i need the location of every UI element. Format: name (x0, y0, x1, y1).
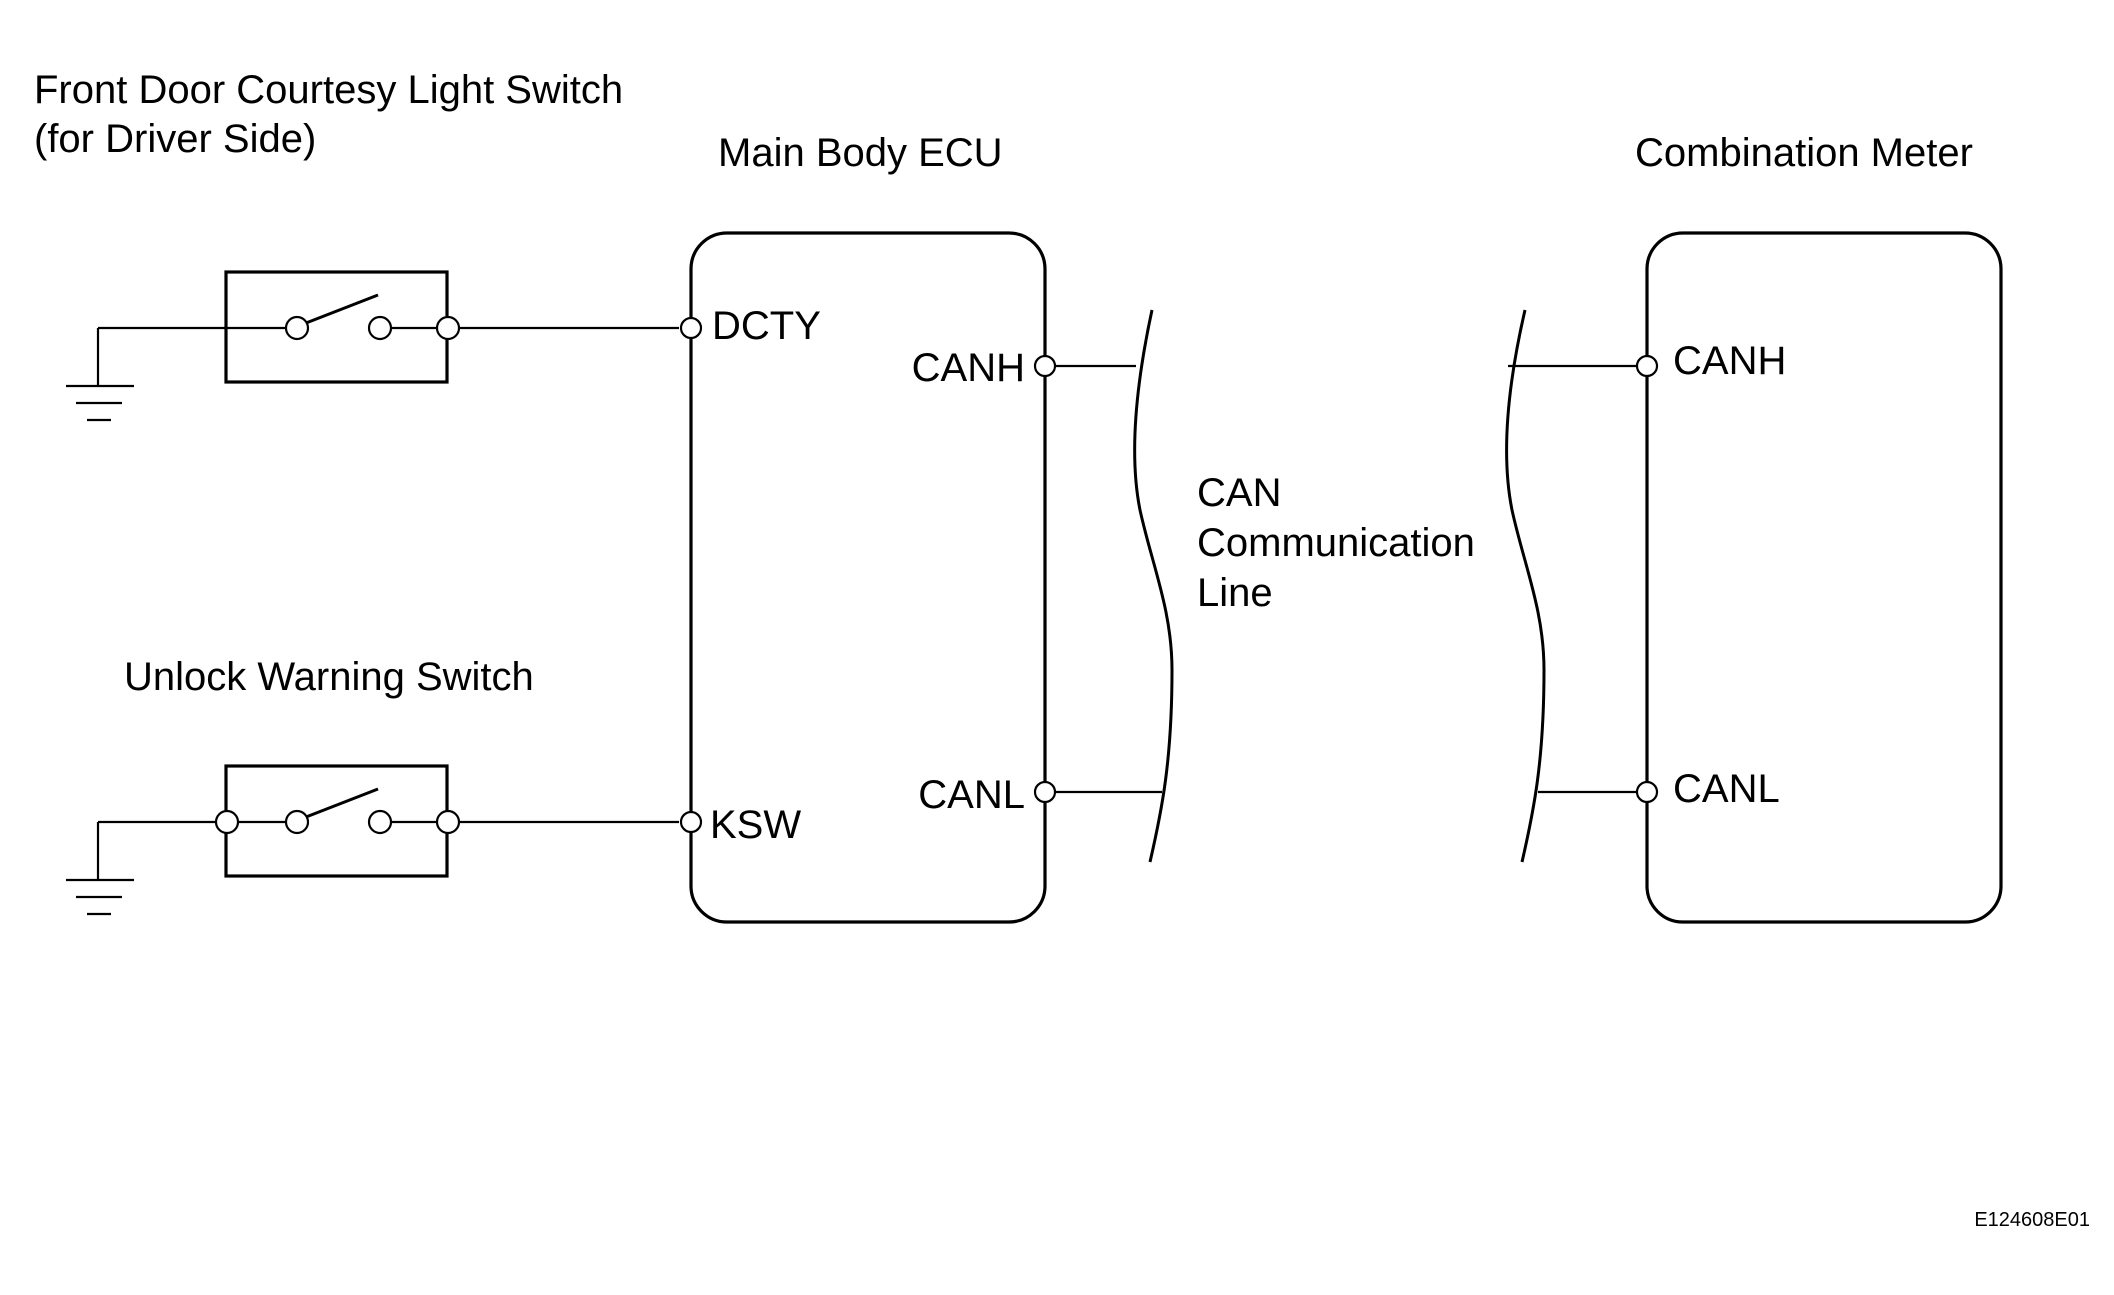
switch-icon (214, 787, 461, 835)
meter-canl-terminal (1635, 780, 1659, 804)
ecu-canl-pin-label: CANL (918, 773, 1025, 817)
unlock-warning-switch-circuit (66, 764, 679, 916)
combination-meter-box (1645, 231, 2003, 924)
ground-icon (66, 328, 134, 422)
can-line-break-left (1133, 309, 1174, 863)
can-line-label-1: CAN (1197, 471, 1281, 515)
figure-code: E124608E01 (1974, 1209, 2090, 1231)
ecu-canh-pin-label: CANH (912, 346, 1025, 390)
front-door-switch-subtitle: (for Driver Side) (34, 117, 316, 161)
dcty-terminal (679, 316, 703, 340)
front-door-switch-title: Front Door Courtesy Light Switch (34, 68, 623, 112)
switch-icon (226, 293, 461, 341)
can-line-break-right (1505, 309, 1546, 863)
can-line-label-3: Line (1197, 571, 1273, 615)
can-line-label-2: Communication (1197, 521, 1475, 565)
main-body-ecu: DCTY KSW CANH CANL (679, 231, 1057, 924)
ksw-terminal (679, 810, 703, 834)
unlock-warning-switch-label: Unlock Warning Switch (124, 655, 534, 699)
ksw-pin-label: KSW (710, 803, 801, 847)
front-door-switch-circuit (66, 270, 679, 422)
meter-canh-terminal (1635, 354, 1659, 378)
combination-meter-label: Combination Meter (1635, 131, 1973, 175)
dcty-pin-label: DCTY (712, 304, 821, 348)
main-body-ecu-label: Main Body ECU (718, 131, 1003, 175)
ground-icon (66, 822, 134, 916)
combination-meter: CANH CANL (1635, 231, 2003, 924)
main-body-ecu-box (689, 231, 1047, 924)
ecu-canh-terminal (1033, 354, 1057, 378)
meter-canl-pin-label: CANL (1673, 767, 1780, 811)
meter-canh-pin-label: CANH (1673, 339, 1786, 383)
ecu-canl-terminal (1033, 780, 1057, 804)
